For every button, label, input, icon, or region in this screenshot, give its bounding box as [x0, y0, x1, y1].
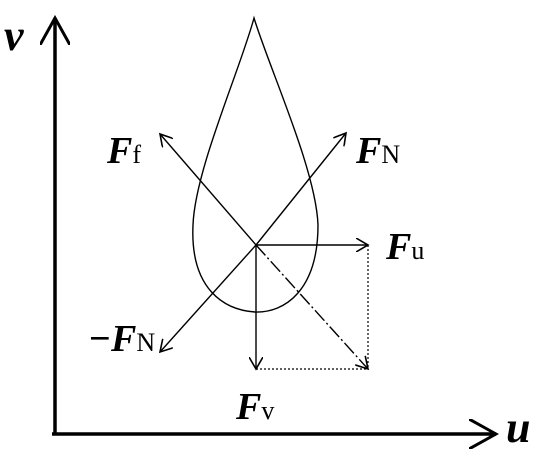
friction-force-label: Ff [107, 132, 141, 170]
u-axis-label: u [506, 403, 531, 452]
negative-normal-force-label: −FN [88, 320, 155, 358]
normal-force-arrow [255, 133, 346, 246]
negative-normal-force-symbol: F [111, 318, 137, 360]
normal-force-symbol: F [356, 130, 382, 172]
v-axis-label: v [4, 11, 24, 60]
normal-force-subscript: N [381, 140, 401, 169]
u-component-label: Fu [386, 228, 424, 266]
resultant-force-arrow [255, 244, 368, 369]
friction-force-arrow [160, 134, 257, 246]
negative-normal-force-subscript: N [136, 328, 156, 357]
normal-force-label: FN [356, 132, 400, 170]
v-component-label: Fv [236, 388, 274, 426]
negative-normal-force-prefix: − [88, 318, 112, 360]
u-component-subscript: u [411, 236, 425, 265]
droplet-outline [192, 15, 319, 313]
friction-force-subscript: f [132, 140, 142, 169]
v-component-symbol: F [236, 386, 262, 428]
u-component-symbol: F [386, 226, 412, 268]
negative-normal-force-arrow [160, 244, 257, 352]
v-component-subscript: v [261, 396, 275, 425]
friction-force-symbol: F [107, 130, 133, 172]
